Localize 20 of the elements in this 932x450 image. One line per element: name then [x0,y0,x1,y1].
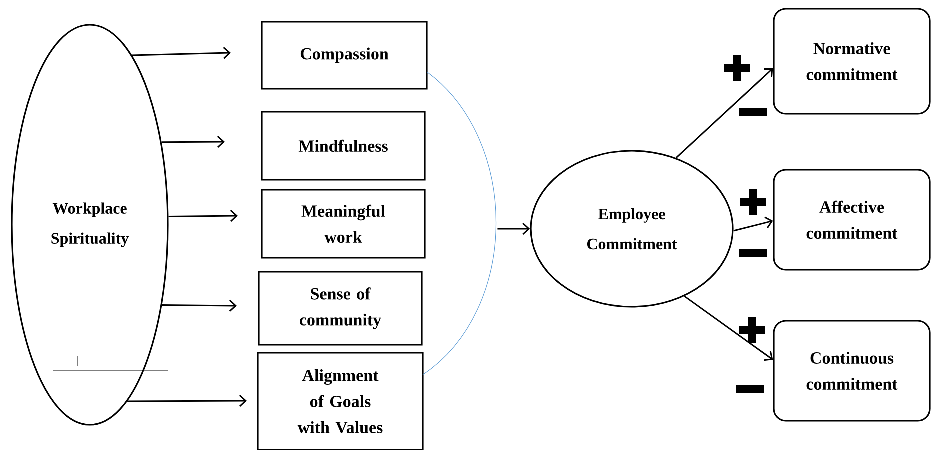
box: Sense of community [258,271,423,346]
oval: Employee Commitment [530,150,734,308]
box: Mindfulness [261,111,426,181]
box: Meaningful work [261,189,426,259]
rounded-box: Normative commitment [773,8,931,115]
arrow [498,222,530,236]
arrow [162,136,225,148]
arrow [128,394,247,408]
arrow [684,296,774,362]
box: Compassion [261,21,428,90]
arrow [162,300,237,312]
arrow [168,210,238,222]
arrow [734,216,774,232]
oval: Workplace Spirituality [11,24,169,426]
rounded-box: Affective commitment [773,169,931,271]
arrow [132,47,231,60]
arrow [676,68,774,159]
box: Alignment of Goals with Values [257,352,424,450]
rounded-box: Continuous commitment [773,320,931,422]
bracket-arc [422,72,497,376]
